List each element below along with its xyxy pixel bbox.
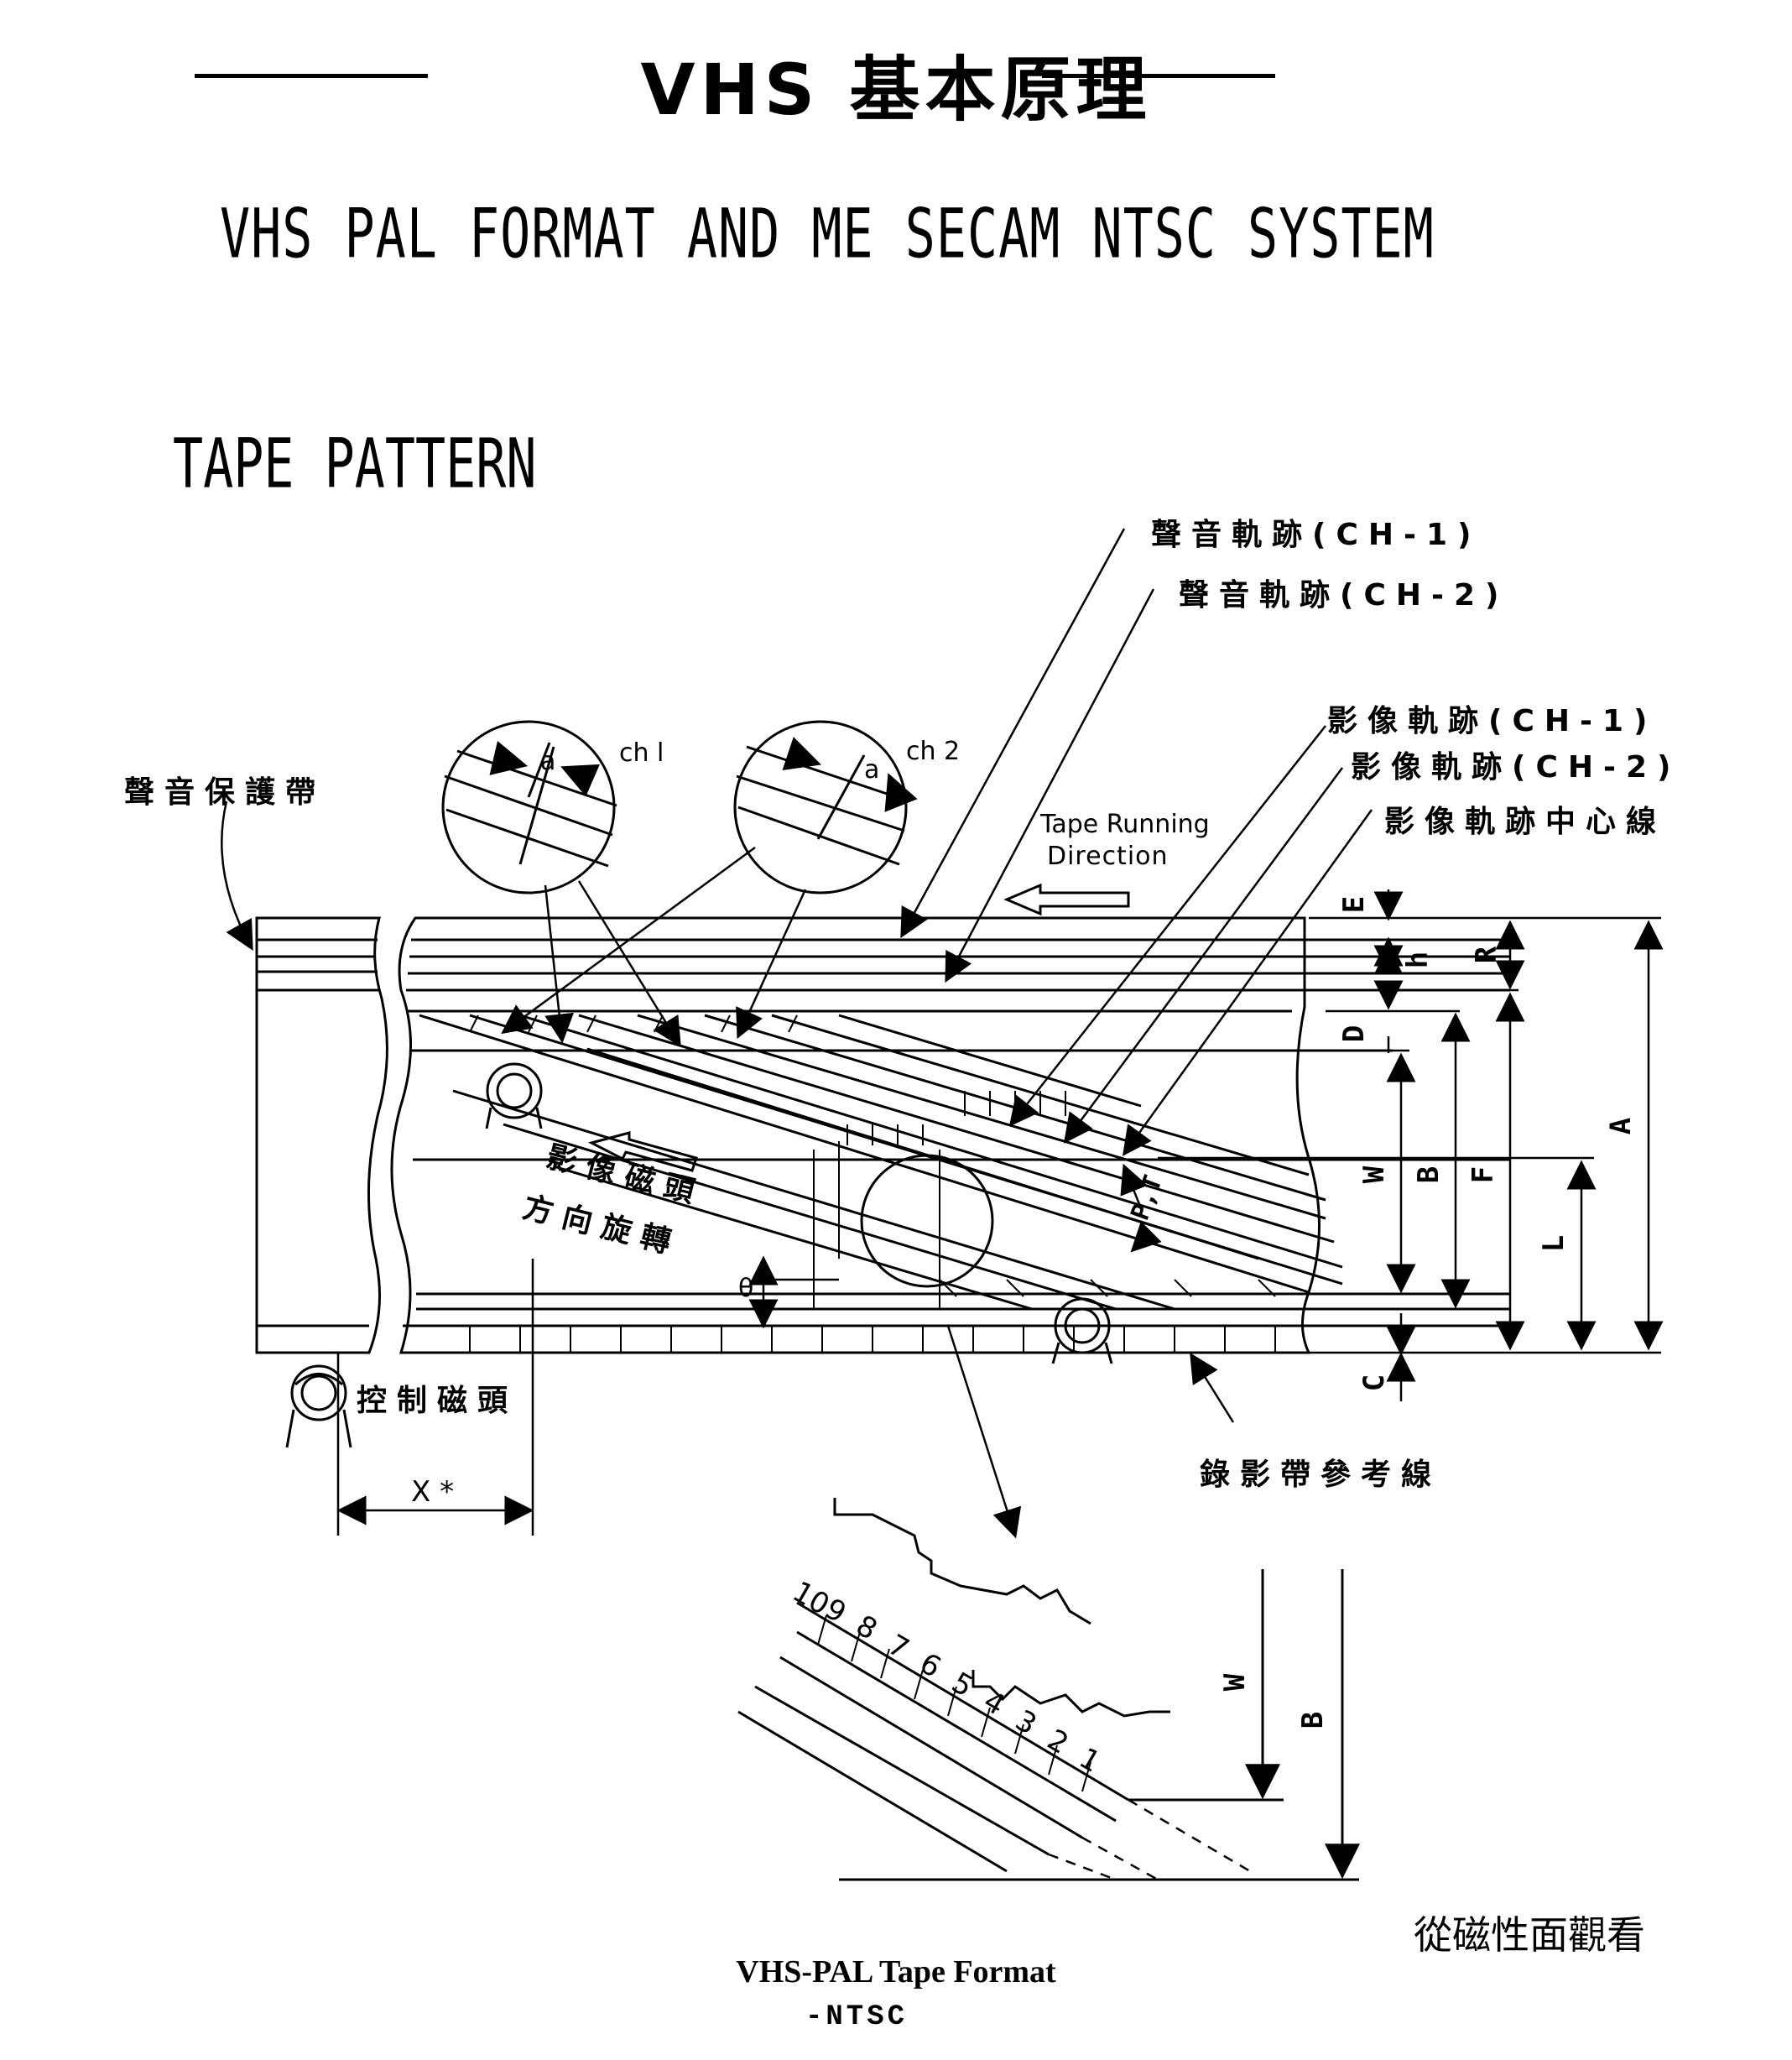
tape-running-direction-label-1: Tape Running xyxy=(1040,810,1210,839)
figure-caption: VHS-PAL Tape Format xyxy=(736,1954,1056,1990)
dim-label-l: L xyxy=(1537,1234,1571,1253)
dim-label-f: F xyxy=(1466,1166,1501,1184)
figure-caption-sub: -NTSC xyxy=(805,2001,909,2033)
head-drum-circle xyxy=(860,1154,994,1288)
section-heading: TAPE PATTERN xyxy=(173,425,537,504)
zoom-circle-ch1 xyxy=(441,720,617,894)
dim-label-c: C xyxy=(1357,1374,1392,1392)
page-subtitle: VHS PAL FORMAT AND ME SECAM NTSC SYSTEM xyxy=(220,195,1435,274)
detail-dim-b: B xyxy=(1296,1711,1331,1729)
audio-track-ch2-label: 聲音軌跡(CH-2) xyxy=(1179,578,1509,613)
audio-guard-band-label: 聲音保護帶 xyxy=(124,775,326,810)
dim-label-b: B xyxy=(1412,1166,1446,1184)
zoom-circle-ch2 xyxy=(733,720,918,894)
tape-running-direction-label-2: Direction xyxy=(1047,842,1169,871)
head-center xyxy=(1051,1297,1113,1364)
title-rule-right xyxy=(1042,74,1275,78)
theta-label: θ xyxy=(738,1274,754,1303)
control-head-label: 控制磁頭 xyxy=(357,1384,518,1418)
tape-direction-arrow xyxy=(1003,883,1130,916)
dim-label-r: R xyxy=(1470,946,1504,964)
zoom-ch2-label: ch 2 xyxy=(906,737,961,766)
video-tracks xyxy=(419,1014,1343,1311)
dim-label-a: A xyxy=(1604,1117,1638,1135)
view-note: 從磁性面觀看 xyxy=(1414,1912,1645,1958)
dim-label-w: W xyxy=(1357,1166,1392,1184)
video-track-ch2-label: 影像軌跡(CH-2) xyxy=(1351,750,1681,785)
control-head xyxy=(285,1364,352,1448)
azimuth-label-ch2: a xyxy=(864,755,880,785)
audio-track-ch1-label: 聲音軌跡(CH-1) xyxy=(1151,518,1482,552)
tape-reference-line-label: 錄影帶參考線 xyxy=(1200,1458,1442,1492)
head-left xyxy=(485,1062,543,1129)
track-detail xyxy=(737,1498,1360,1881)
title-rule-left xyxy=(195,74,428,78)
detail-dim-w: W xyxy=(1218,1673,1253,1692)
page-title: VHS 基本原理 xyxy=(640,49,1152,131)
video-track-ch1-label: 影像軌跡(CH-1) xyxy=(1327,704,1658,738)
x-star-label: X * xyxy=(411,1475,455,1509)
zoom-ch1-label: ch l xyxy=(619,738,664,768)
dim-label-h: h xyxy=(1401,951,1435,969)
head-rotation-arrow xyxy=(587,1131,698,1172)
tape-left-segment xyxy=(255,916,388,1354)
azimuth-label-ch1: a xyxy=(540,747,556,776)
dim-label-e: E xyxy=(1337,895,1372,914)
dim-label-d: D xyxy=(1337,1025,1372,1043)
video-track-center-label: 影像軌跡中心線 xyxy=(1384,805,1667,839)
